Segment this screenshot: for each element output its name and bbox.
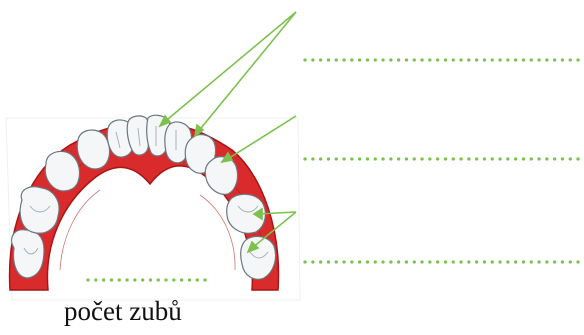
tooth	[45, 152, 79, 191]
lower-jaw-teeth-illustration	[10, 115, 279, 290]
arrow-line	[226, 116, 296, 160]
tooth-count-label: počet zubů	[64, 298, 182, 325]
teeth-right	[147, 115, 276, 279]
arrow-line	[197, 12, 296, 133]
tooth	[12, 230, 44, 278]
tooth	[20, 187, 59, 233]
arrow-line	[162, 12, 296, 124]
